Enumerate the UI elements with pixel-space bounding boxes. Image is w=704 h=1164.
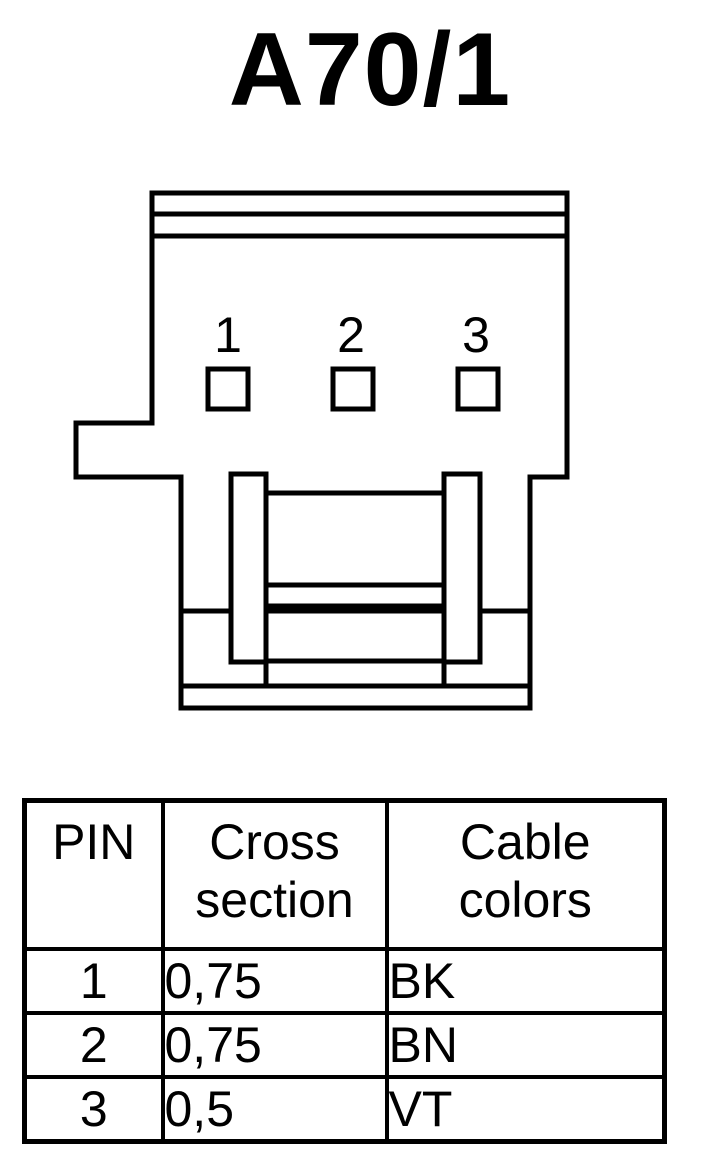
housing-outline: [73, 190, 570, 711]
header-cross-section: Cross section: [160, 798, 389, 951]
cell-cable-color: BN: [384, 1011, 667, 1079]
connector-diagram: 1 2 3: [73, 190, 570, 711]
header-cable-colors: Cable colors: [384, 798, 667, 951]
header-cross-section-line1: Cross: [209, 814, 340, 870]
cell-cross-section: 0,75: [160, 1011, 389, 1079]
latch-post-left: [228, 471, 269, 665]
latch-post-right: [441, 471, 483, 665]
cell-cross-section: 0,75: [160, 947, 389, 1015]
pin-table: PIN Cross section Cable colors 1 0,75 BK…: [22, 798, 667, 1144]
cell-cable-color: BK: [384, 947, 667, 1015]
header-cross-section-line2: section: [195, 872, 354, 928]
table-row: 1 0,75 BK: [22, 947, 667, 1015]
pin-socket-1: [205, 366, 251, 412]
pin-label-3: 3: [462, 307, 490, 363]
header-pin: PIN: [22, 798, 165, 951]
cell-cable-color: VT: [384, 1075, 667, 1144]
table-row: 3 0,5 VT: [22, 1075, 667, 1144]
pin-socket-3: [455, 366, 501, 412]
cell-cross-section: 0,5: [160, 1075, 389, 1144]
cell-pin: 1: [22, 947, 165, 1015]
connector-title: A70/1: [228, 12, 512, 128]
table-row: 2 0,75 BN: [22, 1011, 667, 1079]
cell-pin: 2: [22, 1011, 165, 1079]
pin-label-1: 1: [214, 307, 242, 363]
cell-pin: 3: [22, 1075, 165, 1144]
header-cable-colors-line1: Cable: [459, 814, 591, 870]
pin-socket-2: [330, 366, 376, 412]
header-cable-colors-line2: colors: [458, 872, 592, 928]
table-header-row: PIN Cross section Cable colors: [22, 798, 667, 951]
pin-label-2: 2: [337, 307, 365, 363]
header-pin-label: PIN: [52, 814, 136, 870]
